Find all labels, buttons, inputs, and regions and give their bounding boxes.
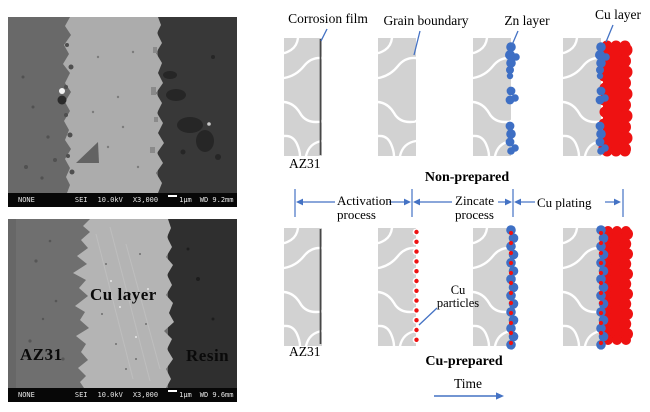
time-arrow bbox=[434, 392, 504, 400]
crystal-bottom-2 bbox=[376, 226, 418, 348]
scale-label: 1µm bbox=[179, 391, 192, 399]
crystal-top-1 bbox=[282, 36, 324, 158]
magnification: X3,000 bbox=[132, 391, 159, 399]
resin-blotches bbox=[163, 55, 221, 160]
zincate-band-3 bbox=[506, 225, 519, 350]
callout-grain-boundary: Grain boundary bbox=[383, 13, 469, 28]
cu-layer-mass-top bbox=[598, 40, 633, 157]
detector-mode: NONE bbox=[18, 196, 35, 204]
callout-cu-particles: Cu particles bbox=[436, 283, 480, 311]
crystal-top-2 bbox=[376, 36, 418, 158]
working-distance: WD 9.2mm bbox=[199, 196, 234, 204]
crystal-bottom-1 bbox=[282, 226, 324, 348]
cu-layer-label: Cu layer bbox=[90, 285, 157, 304]
substrate-label-bottom: AZ31 bbox=[289, 344, 321, 359]
row-label-non-prepared: Non-prepared bbox=[424, 170, 510, 185]
sem-micrograph-cu-prepared: AZ31 Cu layer Resin NONE SEI 10.0kV X3,0… bbox=[8, 219, 237, 402]
process-schematic-graphic bbox=[282, 24, 633, 400]
process-schematic: Corrosion film Grain boundary Zn layer C… bbox=[250, 0, 650, 407]
sem-image-area-top bbox=[8, 17, 237, 193]
substrate-label-top: AZ31 bbox=[289, 156, 321, 171]
sem-image-area-bottom: AZ31 Cu layer Resin bbox=[8, 219, 237, 388]
resin-label: Resin bbox=[186, 346, 230, 365]
crystal-bottom-4 bbox=[561, 226, 603, 348]
process-timeline bbox=[294, 189, 624, 217]
substrate-label: AZ31 bbox=[20, 345, 63, 364]
accelerating-voltage: 10.0kV bbox=[97, 391, 123, 399]
step-zincate-process: Zincate process bbox=[455, 193, 494, 222]
magnification: X3,000 bbox=[132, 196, 159, 204]
callout-cu-layer: Cu layer bbox=[594, 7, 642, 22]
scale-bar bbox=[168, 195, 178, 197]
sem-texture-bottom bbox=[8, 219, 237, 388]
accelerating-voltage: 10.0kV bbox=[97, 196, 123, 204]
sem-statusbar-bottom: NONE SEI 10.0kV X3,000 1µm WD 9.6mm bbox=[8, 388, 237, 402]
zincate-band-3-dots bbox=[508, 230, 514, 346]
signal-type: SEI bbox=[74, 196, 88, 204]
dark-inclusion bbox=[76, 142, 99, 163]
cu-particles-dots bbox=[414, 229, 419, 342]
bright-particle bbox=[59, 88, 65, 94]
zincate-band-4-dots bbox=[598, 230, 604, 346]
sem-statusbar-top: NONE SEI 10.0kV X3,000 1µm WD 9.2mm bbox=[8, 193, 237, 207]
boundary-debris bbox=[64, 43, 75, 175]
sem-micrograph-non-prepared: NONE SEI 10.0kV X3,000 1µm WD 9.2mm bbox=[8, 17, 237, 207]
callout-corrosion-film: Corrosion film bbox=[288, 11, 368, 26]
detector-mode: NONE bbox=[18, 391, 35, 399]
callout-pointers bbox=[320, 24, 614, 326]
time-label: Time bbox=[453, 376, 482, 391]
working-distance: WD 9.6mm bbox=[199, 391, 234, 399]
sem-texture-top bbox=[8, 17, 237, 193]
scale-label: 1µm bbox=[179, 196, 192, 204]
step-activation-process: Activation process bbox=[337, 193, 392, 222]
step-cu-plating: Cu plating bbox=[537, 195, 592, 210]
signal-type: SEI bbox=[74, 391, 88, 399]
scale-bar bbox=[168, 390, 178, 392]
callout-zn-layer: Zn layer bbox=[504, 13, 550, 28]
row-label-cu-prepared: Cu-prepared bbox=[425, 354, 503, 369]
